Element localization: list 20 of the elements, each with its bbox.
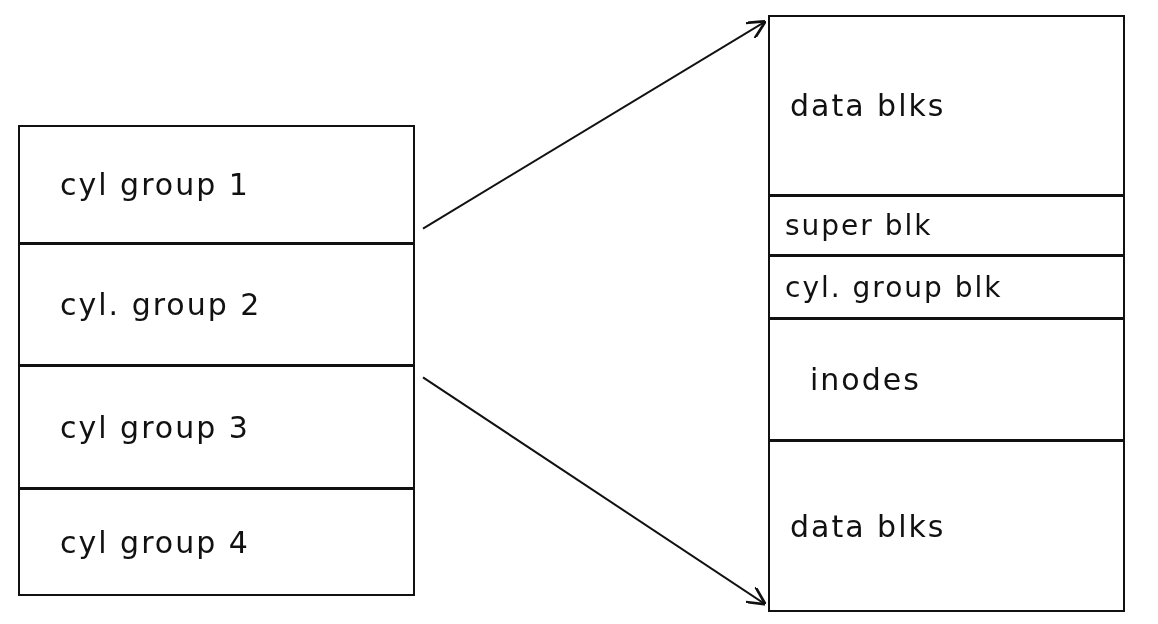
layout-box (18, 488, 415, 596)
box-label: data blks (790, 88, 946, 123)
layout-box (18, 365, 415, 489)
layout-box (18, 125, 415, 244)
layout-box (768, 440, 1125, 612)
layout-box (768, 318, 1125, 441)
box-label: data blks (790, 508, 946, 544)
layout-box (768, 15, 1125, 196)
box-label: super blk (785, 209, 933, 242)
box-label: cyl group 3 (60, 409, 250, 445)
layout-box (768, 255, 1125, 319)
layout-box (18, 243, 415, 366)
box-label: cyl group 4 (60, 524, 250, 560)
box-label: cyl group 1 (60, 167, 250, 202)
layout-box (768, 195, 1125, 256)
box-label: cyl. group 2 (60, 287, 262, 322)
box-label: cyl. group blk (785, 270, 1003, 304)
box-label: inodes (810, 362, 921, 397)
arrow (422, 19, 767, 230)
arrow (422, 376, 767, 606)
